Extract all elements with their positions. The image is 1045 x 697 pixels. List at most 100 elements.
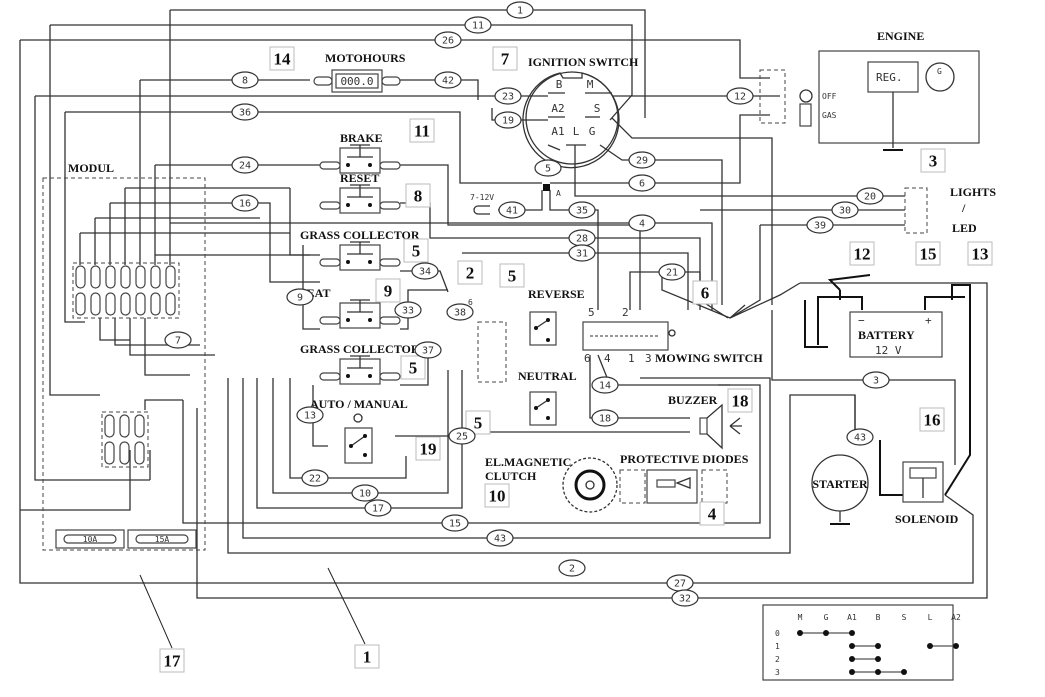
svg-text:7: 7 — [175, 336, 181, 347]
svg-text:10: 10 — [489, 487, 506, 506]
reference-number: 18 — [727, 388, 753, 413]
svg-text:A2: A2 — [551, 102, 564, 115]
engine-label: ENGINE — [877, 29, 924, 43]
reference-number: 8 — [405, 183, 431, 208]
wire-tag: 27 — [666, 574, 694, 592]
connector-pin — [134, 441, 145, 465]
svg-text:13: 13 — [972, 245, 989, 264]
auto-manual-switch[interactable]: AUTO / MANUAL — [310, 397, 408, 464]
neutral-switch[interactable]: NEUTRAL — [518, 369, 577, 426]
wire-tag: 26 — [434, 31, 462, 49]
wire-tag: 43 — [486, 529, 514, 547]
reference-number: 10 — [484, 483, 510, 508]
svg-text:27: 27 — [674, 579, 686, 590]
table-contact-dot — [849, 669, 855, 675]
solenoid: SOLENOID — [895, 461, 959, 526]
table-contact-dot — [875, 643, 881, 649]
svg-text:17: 17 — [164, 652, 182, 671]
seat-switch[interactable]: SEAT — [300, 286, 401, 329]
reference-number: 17 — [159, 648, 185, 673]
svg-text:1: 1 — [517, 6, 523, 17]
reference-number: 1 — [354, 644, 380, 669]
ignition-switch[interactable]: IGNITION SWITCH B M A2 S A1 L G — [522, 55, 639, 169]
wire-tag: 31 — [568, 244, 596, 262]
fuse-10a[interactable]: 10A — [55, 529, 125, 549]
svg-text:16: 16 — [239, 199, 251, 210]
reference-number: 15 — [915, 241, 941, 266]
reverse-switch[interactable]: REVERSE — [528, 287, 585, 346]
table-contact-dot — [849, 643, 855, 649]
svg-text:4: 4 — [708, 505, 717, 524]
svg-text:6: 6 — [639, 179, 645, 190]
svg-text:24: 24 — [239, 161, 251, 172]
connector-pin — [90, 265, 101, 289]
reference-number: 19 — [415, 436, 441, 461]
wire-tag: 23 — [494, 87, 522, 105]
wire-tag: 12 — [726, 87, 754, 105]
svg-text:10: 10 — [359, 489, 371, 500]
grass-collector-switch-2[interactable]: GRASS COLLECTOR — [300, 342, 420, 385]
wire-tag: 32 — [671, 589, 699, 607]
wire-tag: 15 — [441, 514, 469, 532]
svg-text:15: 15 — [449, 519, 461, 530]
reset-switch[interactable]: RESET — [319, 171, 401, 214]
svg-text:L: L — [573, 125, 580, 138]
table-row-label: 2 — [775, 655, 780, 664]
wire-tag: 33 — [394, 301, 422, 319]
brake-switch[interactable]: BRAKE — [319, 131, 401, 174]
svg-text:4: 4 — [604, 352, 611, 365]
reference-number: 4 — [699, 501, 725, 526]
wire-tag: 43 — [846, 428, 874, 446]
wire-tag: 24 — [231, 156, 259, 174]
wire-tag: 20 — [856, 187, 884, 205]
svg-text:15: 15 — [920, 245, 937, 264]
svg-text:EL.MAGNETIC: EL.MAGNETIC — [485, 455, 571, 469]
svg-text:CLUTCH: CLUTCH — [485, 469, 537, 483]
mowing-switch[interactable]: 5 2 6 4 1 3 MOWING SWITCH — [582, 306, 763, 365]
modul-connector-14pin — [72, 262, 180, 319]
fuse-15a[interactable]: 15A — [127, 529, 197, 549]
svg-text:GAS: GAS — [822, 111, 837, 120]
wire-tag: 17 — [364, 499, 392, 517]
svg-text:14: 14 — [274, 50, 292, 69]
modul: MODUL 10A 15A — [42, 161, 206, 551]
svg-text:7-12V: 7-12V — [470, 193, 494, 202]
svg-text:14: 14 — [599, 381, 611, 392]
svg-text:AUTO / MANUAL: AUTO / MANUAL — [310, 397, 408, 411]
table-contact-dot — [823, 630, 829, 636]
svg-text:12: 12 — [854, 245, 871, 264]
reference-number: 11 — [409, 118, 435, 143]
svg-text:33: 33 — [402, 306, 414, 317]
table-column-header: B — [876, 613, 881, 622]
svg-text:LIGHTS: LIGHTS — [950, 185, 996, 199]
svg-text:NEUTRAL: NEUTRAL — [518, 369, 577, 383]
wire-tag: 9 — [286, 288, 314, 306]
connector-pin — [134, 414, 145, 438]
svg-text:2: 2 — [466, 264, 475, 283]
ignition-switch-label: IGNITION SWITCH — [528, 55, 639, 69]
svg-text:8: 8 — [414, 187, 423, 206]
wire-tag: 5 — [534, 159, 562, 177]
table-column-header: G — [824, 613, 829, 622]
svg-text:BUZZER: BUZZER — [668, 393, 718, 407]
wire-tag: 36 — [231, 103, 259, 121]
wire-tag: 10 — [351, 484, 379, 502]
svg-text:11: 11 — [472, 21, 484, 32]
svg-text:30: 30 — [839, 206, 851, 217]
svg-text:18: 18 — [732, 392, 749, 411]
wire-tag: 39 — [806, 216, 834, 234]
wire-tag: 4 — [628, 214, 656, 232]
svg-text:20: 20 — [864, 192, 876, 203]
grass-collector-switch-1[interactable]: GRASS COLLECTOR — [300, 228, 420, 271]
connector-pin — [104, 441, 115, 465]
table-row-label: 1 — [775, 642, 780, 651]
svg-text:15A: 15A — [155, 535, 170, 544]
wire-tag: 21 — [658, 263, 686, 281]
table-row-label: 0 — [775, 629, 780, 638]
svg-text:A1: A1 — [551, 125, 564, 138]
table-contact-dot — [927, 643, 933, 649]
table-column-header: A1 — [847, 613, 857, 622]
grass-collector-switch-2-label: GRASS COLLECTOR — [300, 342, 420, 356]
table-row-label: 3 — [775, 668, 780, 677]
